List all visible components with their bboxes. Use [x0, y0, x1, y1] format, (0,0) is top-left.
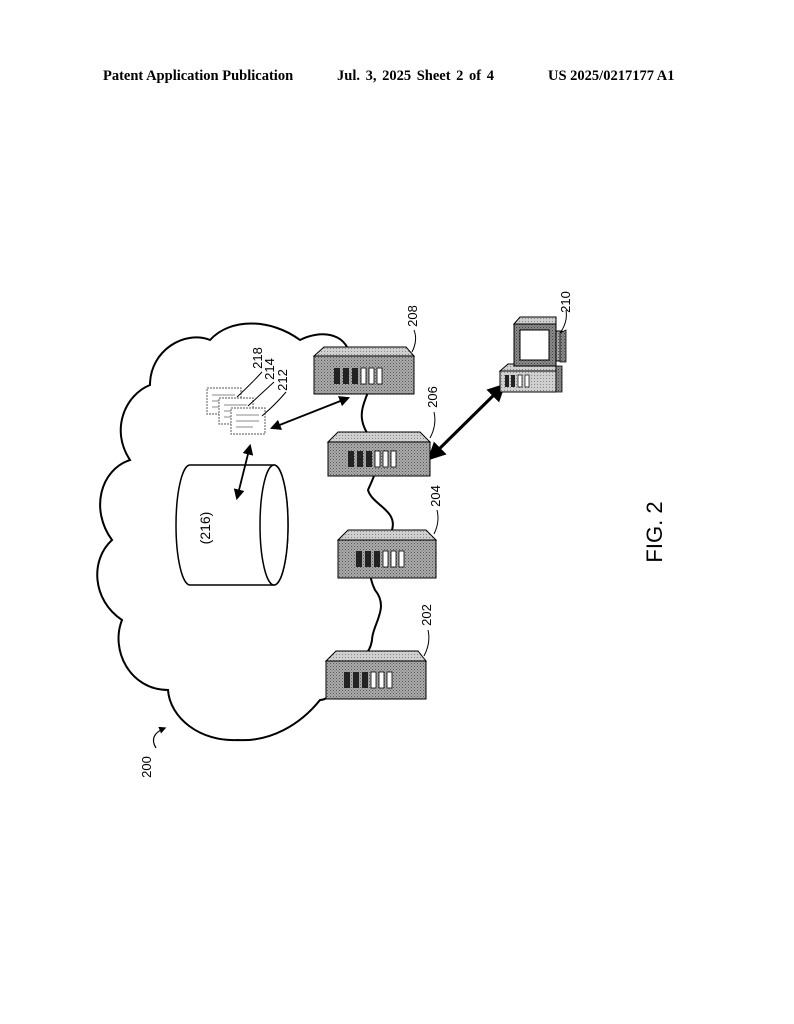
database-label: (216): [197, 512, 213, 545]
doc-label-214: 214: [262, 358, 277, 380]
server-icon: [312, 346, 416, 395]
system-label-200: 200: [139, 756, 154, 778]
client-computer-icon: [498, 316, 567, 393]
cloud-network: [96, 322, 394, 742]
document-stack: [206, 387, 266, 435]
client-label-210: 210: [558, 291, 573, 313]
system-pointer-arrow: [152, 726, 167, 749]
doc-label-218: 218: [250, 347, 265, 369]
server-label-206: 206: [425, 386, 440, 408]
server-client-arrow: [427, 383, 506, 461]
patent-number: US 2025/0217177 A1: [548, 68, 675, 84]
server-label-202: 202: [419, 604, 434, 626]
server-icon: [324, 650, 428, 700]
figure-caption: FIG. 2: [642, 501, 667, 562]
server-label-204: 204: [428, 485, 443, 507]
date-sheet-label: Jul. 3, 2025 Sheet 2 of 4: [337, 68, 494, 84]
db-doc-arrow: [233, 443, 254, 501]
server-icon: [336, 529, 438, 579]
server-label-208: 208: [405, 305, 420, 327]
publication-label: Patent Application Publication: [103, 68, 294, 84]
doc-label-212: 212: [275, 369, 290, 391]
page-header: Patent Application Publication Jul. 3, 2…: [0, 68, 794, 88]
database-icon: [175, 464, 289, 586]
document-icon: [230, 407, 266, 435]
doc-server-arrow: [269, 396, 351, 430]
server-icon: [326, 431, 432, 477]
